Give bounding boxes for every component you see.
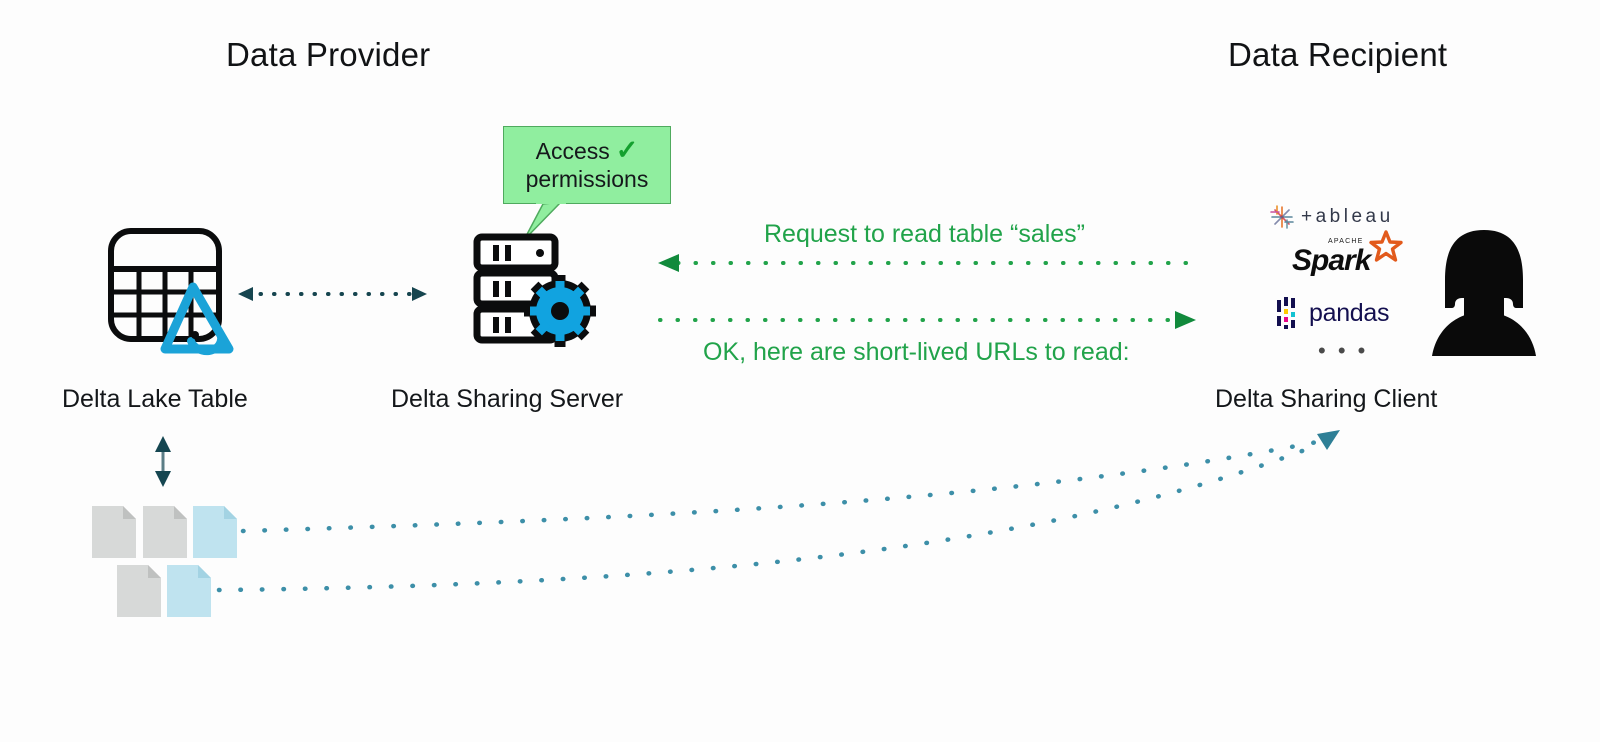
person-silhouette-icon: [1428, 228, 1540, 356]
file-icon: [92, 506, 136, 558]
arrow-request: [658, 254, 1192, 272]
tableau-logo-text: +ableau: [1301, 206, 1394, 227]
access-permissions-callout: Access ✓ permissions: [503, 126, 671, 204]
file-icon: [193, 506, 237, 558]
arrow-table-files: [155, 436, 171, 487]
callout-text: Access ✓ permissions: [504, 127, 670, 203]
tableau-logo: +ableau: [1268, 203, 1394, 231]
flow-label-reply: OK, here are short-lived URLs to read:: [703, 338, 1130, 366]
label-delta-sharing-server: Delta Sharing Server: [391, 385, 624, 413]
file-icon: [167, 565, 211, 617]
label-delta-sharing-client: Delta Sharing Client: [1215, 385, 1438, 413]
callout-line1: Access: [535, 137, 610, 164]
label-delta-lake-table: Delta Lake Table: [62, 385, 248, 413]
arrow-table-server: [238, 287, 427, 301]
more-clients-ellipsis: • • •: [1318, 338, 1369, 363]
file-icon: [143, 506, 187, 558]
arrow-reply: [658, 311, 1196, 329]
pandas-logo: pandas: [1275, 296, 1390, 330]
header-data-provider: Data Provider: [226, 36, 431, 73]
arrow-data-transfer: [216, 430, 1340, 593]
spark-apache-text: APACHE: [1328, 238, 1364, 245]
callout-line2: permissions: [525, 166, 649, 192]
pandas-mark-icon: [1277, 297, 1295, 329]
apache-spark-logo: APACHE Spark: [1292, 230, 1403, 282]
delta-sharing-server-icon: [472, 233, 598, 347]
tableau-mark-icon: [1270, 205, 1294, 229]
spark-logo-text: Spark: [1292, 244, 1371, 277]
pandas-logo-text: pandas: [1309, 298, 1390, 327]
header-data-recipient: Data Recipient: [1228, 36, 1448, 73]
spark-star-icon: [1369, 230, 1403, 262]
check-icon: ✓: [615, 135, 639, 166]
file-icon: [117, 565, 161, 617]
delta-lake-table-icon: [105, 225, 241, 365]
callout-tail: [523, 198, 566, 241]
flow-label-request: Request to read table “sales”: [764, 220, 1086, 248]
